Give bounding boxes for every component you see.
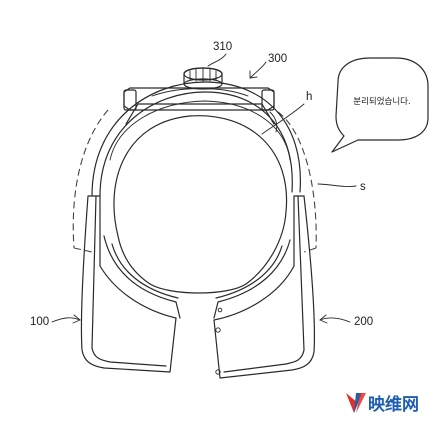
speech-bubble-text: 분리되었습니다.	[353, 96, 410, 107]
label-gap: s	[360, 181, 366, 193]
user-head	[113, 115, 288, 294]
right-unit	[213, 195, 315, 379]
reference-labels: 310 300 h s 100 200	[30, 41, 373, 328]
arrow-left-unit	[72, 314, 81, 324]
leader-strap-assembly	[249, 61, 267, 79]
label-head: h	[306, 91, 312, 103]
speech-bubble: 분리되었습니다.	[331, 57, 429, 153]
strap-housing	[123, 87, 278, 133]
label-right-unit: 200	[354, 316, 373, 328]
watermark-text: 映维网	[368, 394, 419, 415]
leader-gap	[317, 183, 357, 187]
arrow-strap-assembly	[249, 70, 258, 79]
leader-left-unit	[51, 317, 81, 323]
leader-dial	[207, 53, 227, 67]
watermark-logo-icon	[346, 393, 366, 413]
label-dial: 310	[213, 41, 232, 53]
left-unit	[80, 195, 181, 373]
leader-head	[261, 103, 305, 135]
leader-right-unit	[319, 317, 351, 323]
adjustment-dial	[183, 67, 223, 90]
label-left-unit: 100	[30, 316, 49, 328]
head-band	[91, 81, 301, 197]
label-strap-assembly: 300	[268, 53, 287, 65]
arrow-right-unit	[319, 314, 328, 324]
watermark: 映维网	[346, 393, 419, 415]
